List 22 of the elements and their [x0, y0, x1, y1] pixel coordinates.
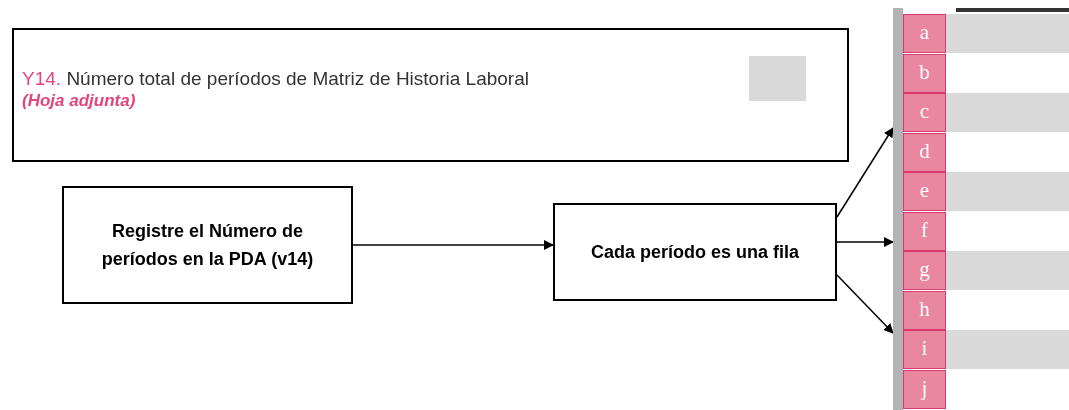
- question-text: Y14. Número total de períodos de Matriz de Historia Laboral: [22, 68, 530, 90]
- row-letter: i: [903, 330, 946, 369]
- row-letter: f: [903, 211, 946, 251]
- arrow: [836, 274, 894, 334]
- arrow: [836, 127, 894, 218]
- row-letter: c: [903, 93, 946, 132]
- process-text: Cada período es una fila: [590, 241, 799, 264]
- arrow: [352, 240, 554, 250]
- arrow: [836, 237, 894, 247]
- question-box: [12, 28, 849, 162]
- row-letter: e: [903, 172, 946, 211]
- row-letter: d: [903, 132, 946, 172]
- row-letter: g: [903, 251, 946, 290]
- question-note: (Hoja adjunta): [22, 91, 137, 111]
- form-table: [893, 8, 1069, 410]
- row-letter: b: [903, 53, 946, 93]
- row-letter: j: [903, 369, 946, 409]
- process-box: [62, 186, 353, 304]
- row-letter: a: [903, 14, 946, 53]
- process-text: Registre el Número de períodos en la PDA (v14): [100, 220, 315, 271]
- process-box: [553, 203, 837, 301]
- row-letter: h: [903, 290, 946, 330]
